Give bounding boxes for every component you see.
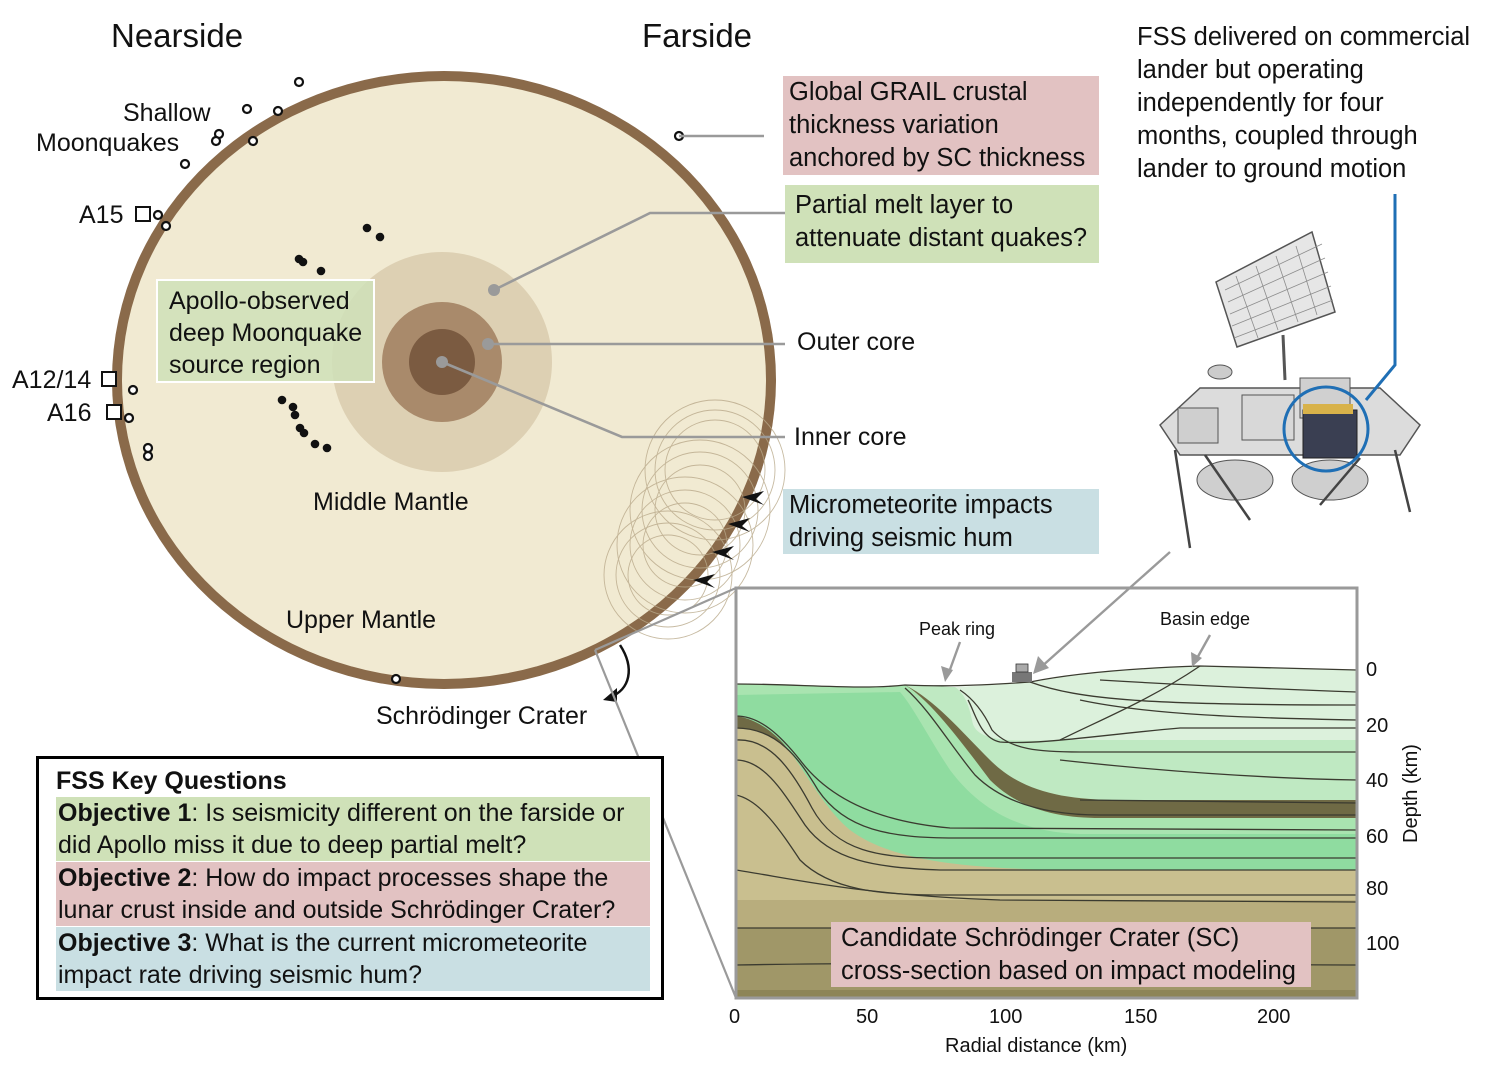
y-tick-80: 80 [1366,878,1389,900]
x-tick-0: 0 [729,1006,741,1028]
deep-region-line-3: source region [169,351,321,379]
shallow-moonquake-markers [123,76,685,685]
objective-1-text-2: did Apollo miss it due to deep partial m… [58,831,527,859]
objective-1-text-1: : Is seismicity different on the farside… [191,799,625,827]
x-axis-label: Radial distance (km) [945,1035,1128,1057]
micrometeorite-callout: Micrometeorite impacts driving seismic h… [783,489,1099,554]
micrometeorite-line-2: driving seismic hum [789,524,1013,552]
grail-line-2: thickness variation [789,111,999,139]
moon-cross-section [101,71,786,702]
partial-melt-line-1: Partial melt layer to [795,191,1014,219]
peak-ring-label: Peak ring [919,619,996,639]
y-tick-20: 20 [1366,715,1389,737]
objective-2-label: Objective 2 [58,864,192,892]
a16-label: A16 [47,399,92,427]
partial-melt-line-2: attenuate distant quakes? [795,224,1088,252]
cross-section-caption-line-2: cross-section based on impact modeling [841,957,1296,985]
farside-heading: Farside [642,17,753,54]
y-tick-100: 100 [1366,933,1400,955]
outer-core-label: Outer core [797,328,916,356]
cross-section-caption-line-1: Candidate Schrödinger Crater (SC) [841,924,1240,952]
middle-mantle-label: Middle Mantle [313,488,469,516]
inner-core-label: Inner core [794,423,907,451]
nearside-heading: Nearside [111,17,244,54]
objective-2: Objective 2: How do impact processes sha… [56,862,650,926]
schrodinger-curved-arrow [609,644,630,699]
lander-line-2: lander but operating [1137,56,1364,84]
leader-lines [441,134,785,439]
objective-3-text-1: : What is the current micrometeorite [191,929,588,957]
a12-14-label: A12/14 [12,366,92,394]
deep-moonquake-region-box: Apollo-observed deep Moonquake source re… [156,279,375,383]
grail-line-1: Global GRAIL crustal [789,78,1028,106]
seismic-hum-ripples [603,399,786,640]
x-tick-50: 50 [856,1006,879,1028]
objective-3-label: Objective 3 [58,929,192,957]
objective-2-text-2: lunar crust inside and outside Schröding… [58,896,616,924]
y-tick-40: 40 [1366,770,1389,792]
x-tick-150: 150 [1124,1006,1158,1028]
key-questions-box: FSS Key Questions Objective 1: Is seismi… [36,756,664,1000]
lander-line-1: FSS delivered on commercial [1137,23,1471,51]
y-tick-0: 0 [1366,659,1378,681]
lander-description: FSS delivered on commercial lander but o… [1137,21,1470,186]
a15-label: A15 [79,201,124,229]
cross-section-caption: Candidate Schrödinger Crater (SC) cross-… [831,922,1311,987]
deep-moonquake-markers [277,223,385,453]
schrodinger-crater-label: Schrödinger Crater [376,702,588,730]
objective-3: Objective 3: What is the current microme… [56,927,650,991]
zoom-lines [593,586,738,999]
x-tick-100: 100 [989,1006,1023,1028]
shallow-moonquakes-label-1: Shallow [123,99,211,127]
upper-mantle-label: Upper Mantle [286,606,437,634]
grail-callout: Global GRAIL crustal thickness variation… [783,76,1099,175]
apollo-station-markers [101,206,151,420]
partial-melt-callout: Partial melt layer to attenuate distant … [785,185,1099,263]
leader-dots [436,284,500,368]
lander-line-4: months, coupled through [1137,122,1418,150]
objective-1: Objective 1: Is seismicity different on … [56,797,650,861]
grail-line-3: anchored by SC thickness [789,144,1086,172]
basin-edge-label: Basin edge [1160,609,1251,629]
impact-arrowheads [693,491,764,588]
objective-2-text-1: : How do impact processes shape the [191,864,609,892]
lander-line-5: lander to ground motion [1137,155,1407,183]
deep-region-line-2: deep Moonquake [169,319,363,347]
y-tick-60: 60 [1366,826,1389,848]
lander-line-3: independently for four [1137,89,1384,117]
lander-illustration [1159,194,1421,549]
surface-lander-icon [1012,663,1032,682]
deep-region-line-1: Apollo-observed [169,287,350,315]
x-tick-200: 200 [1257,1006,1291,1028]
y-axis-label: Depth (km) [1399,744,1422,843]
micrometeorite-line-1: Micrometeorite impacts [789,491,1053,519]
objective-3-text-2: impact rate driving seismic hum? [58,961,423,989]
key-questions-title: FSS Key Questions [56,767,287,795]
shallow-moonquakes-label-2: Moonquakes [36,129,180,157]
objective-1-label: Objective 1 [58,799,192,827]
